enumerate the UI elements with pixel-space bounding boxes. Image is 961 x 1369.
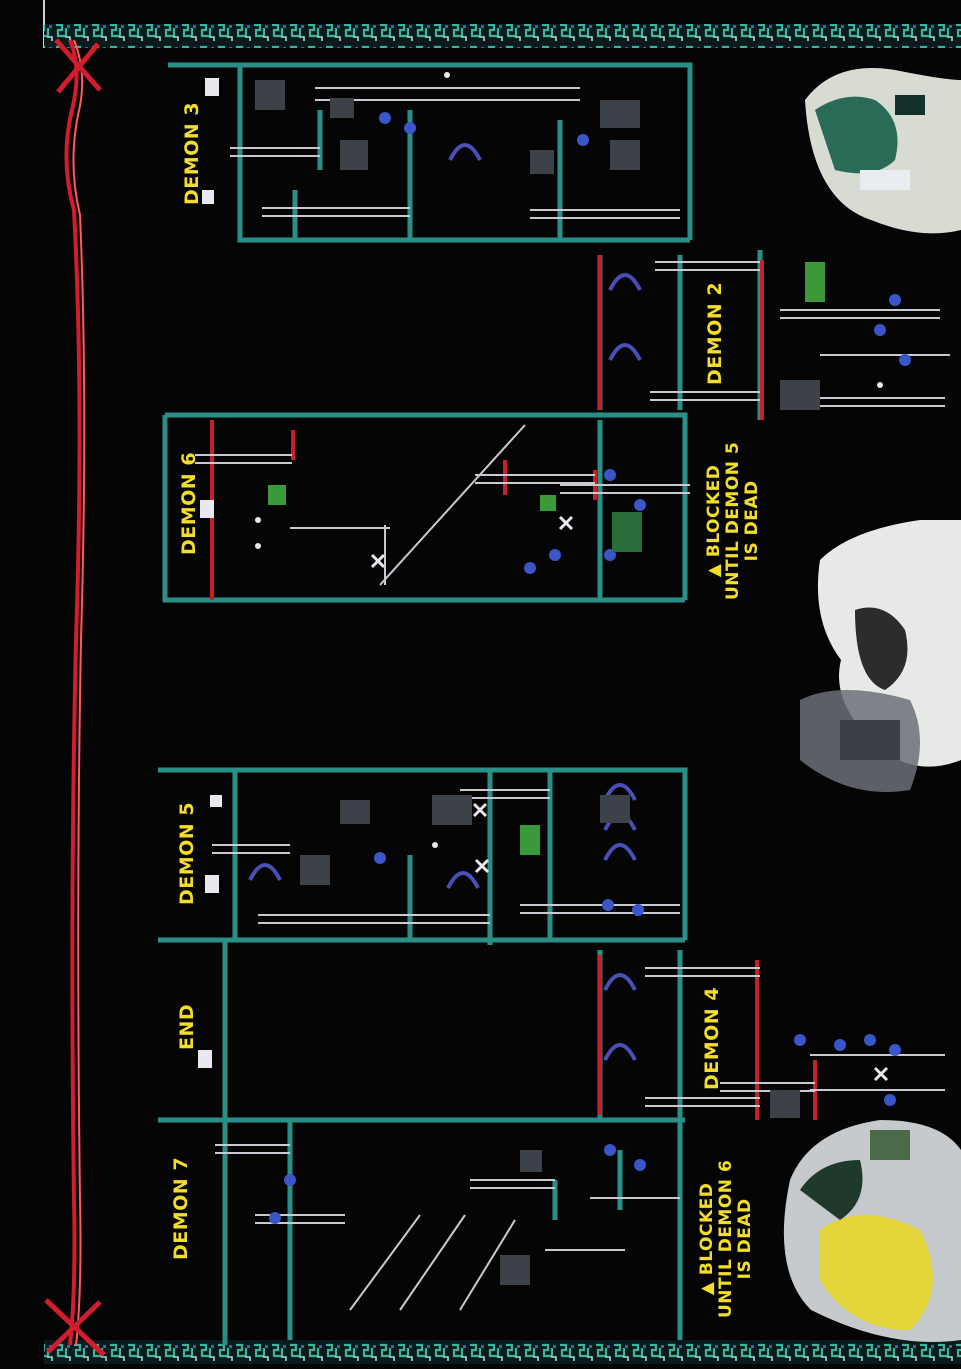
- label-demon-2: DEMON 2: [704, 281, 726, 385]
- label-demon-7: DEMON 7: [170, 1156, 192, 1260]
- label-end: END: [176, 1003, 198, 1050]
- label-demon-6: DEMON 6: [178, 451, 200, 555]
- blocked-line-1: ▲ BLOCKED: [704, 464, 724, 578]
- lower-ladders: [212, 789, 945, 1311]
- green-foliage: [268, 262, 825, 855]
- grey-stone-patches: [255, 80, 820, 1285]
- blocked-line-1: ▲ BLOCKED: [697, 1182, 717, 1296]
- upper-ladders: [195, 87, 950, 586]
- label-blocked-until-demon-5: ▲ BLOCKED UNTIL DEMON 5 IS DEAD: [704, 441, 763, 600]
- label-demon-5: DEMON 5: [176, 801, 198, 905]
- skeleton-sprites: [198, 72, 883, 1068]
- monster-artwork-top: [805, 68, 961, 234]
- sprites: [269, 112, 911, 1224]
- red-rope-decoration: [44, 38, 106, 1357]
- label-demon-4: DEMON 4: [701, 986, 723, 1090]
- blocked-line-2: UNTIL DEMON 6: [716, 1159, 737, 1318]
- blocked-line-3: IS DEAD: [735, 1198, 756, 1280]
- blocked-line-2: UNTIL DEMON 5: [723, 441, 744, 600]
- monster-artwork-bottom: [783, 1120, 961, 1342]
- fan-traps: [370, 515, 889, 1082]
- label-blocked-until-demon-6: ▲ BLOCKED UNTIL DEMON 6 IS DEAD: [697, 1159, 756, 1318]
- top-border: [44, 24, 961, 48]
- label-demon-3: DEMON 3: [181, 101, 203, 205]
- arch-doors: [248, 143, 642, 1061]
- blocked-line-3: IS DEAD: [742, 480, 763, 562]
- bottom-border: [44, 1340, 961, 1364]
- monster-artwork-middle: [800, 520, 961, 792]
